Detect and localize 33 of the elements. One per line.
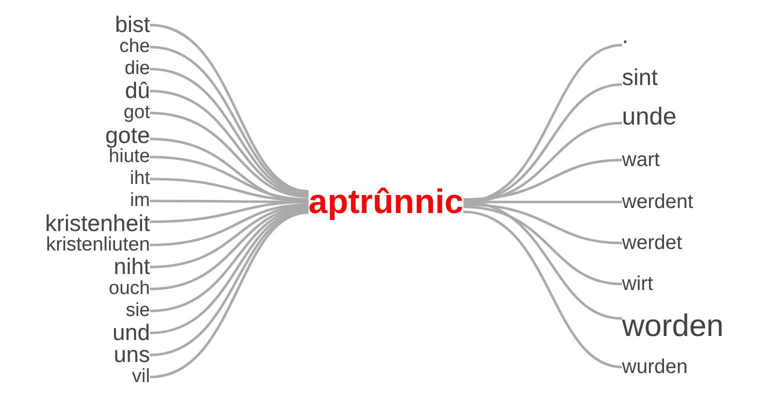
branch-line bbox=[150, 206, 309, 290]
branch-line bbox=[463, 210, 622, 368]
branch-line bbox=[150, 203, 309, 246]
word-label: wart bbox=[622, 145, 660, 175]
branch-line bbox=[150, 68, 309, 196]
branch-line bbox=[150, 178, 309, 202]
branch-line bbox=[150, 207, 309, 312]
word-label: vil bbox=[132, 362, 150, 392]
word-label: ouch bbox=[108, 274, 150, 304]
branch-line bbox=[150, 90, 309, 197]
word-label: wurden bbox=[622, 352, 688, 382]
branch-line bbox=[150, 156, 309, 201]
word-label: unde bbox=[622, 100, 677, 136]
branch-line bbox=[150, 208, 309, 334]
word-label: sint bbox=[622, 60, 658, 94]
word-label: got bbox=[124, 98, 150, 128]
branch-line bbox=[463, 203, 622, 244]
word-label: werdet bbox=[622, 228, 682, 258]
branch-line bbox=[463, 206, 622, 286]
word-label: che bbox=[119, 32, 150, 62]
branch-line bbox=[150, 200, 309, 204]
word-label: wirt bbox=[622, 269, 654, 299]
word-label: und bbox=[112, 316, 150, 350]
branch-line bbox=[463, 122, 622, 204]
branch-line bbox=[463, 200, 622, 320]
branch-line bbox=[150, 204, 309, 268]
branch-line bbox=[463, 158, 622, 201]
word-label: worden bbox=[622, 302, 724, 350]
word-label: . bbox=[622, 18, 628, 52]
keyword-label: aptrûnnic bbox=[308, 185, 464, 219]
word-label: werdent bbox=[622, 187, 694, 217]
branch-line bbox=[150, 200, 309, 223]
branch-line bbox=[150, 112, 309, 198]
